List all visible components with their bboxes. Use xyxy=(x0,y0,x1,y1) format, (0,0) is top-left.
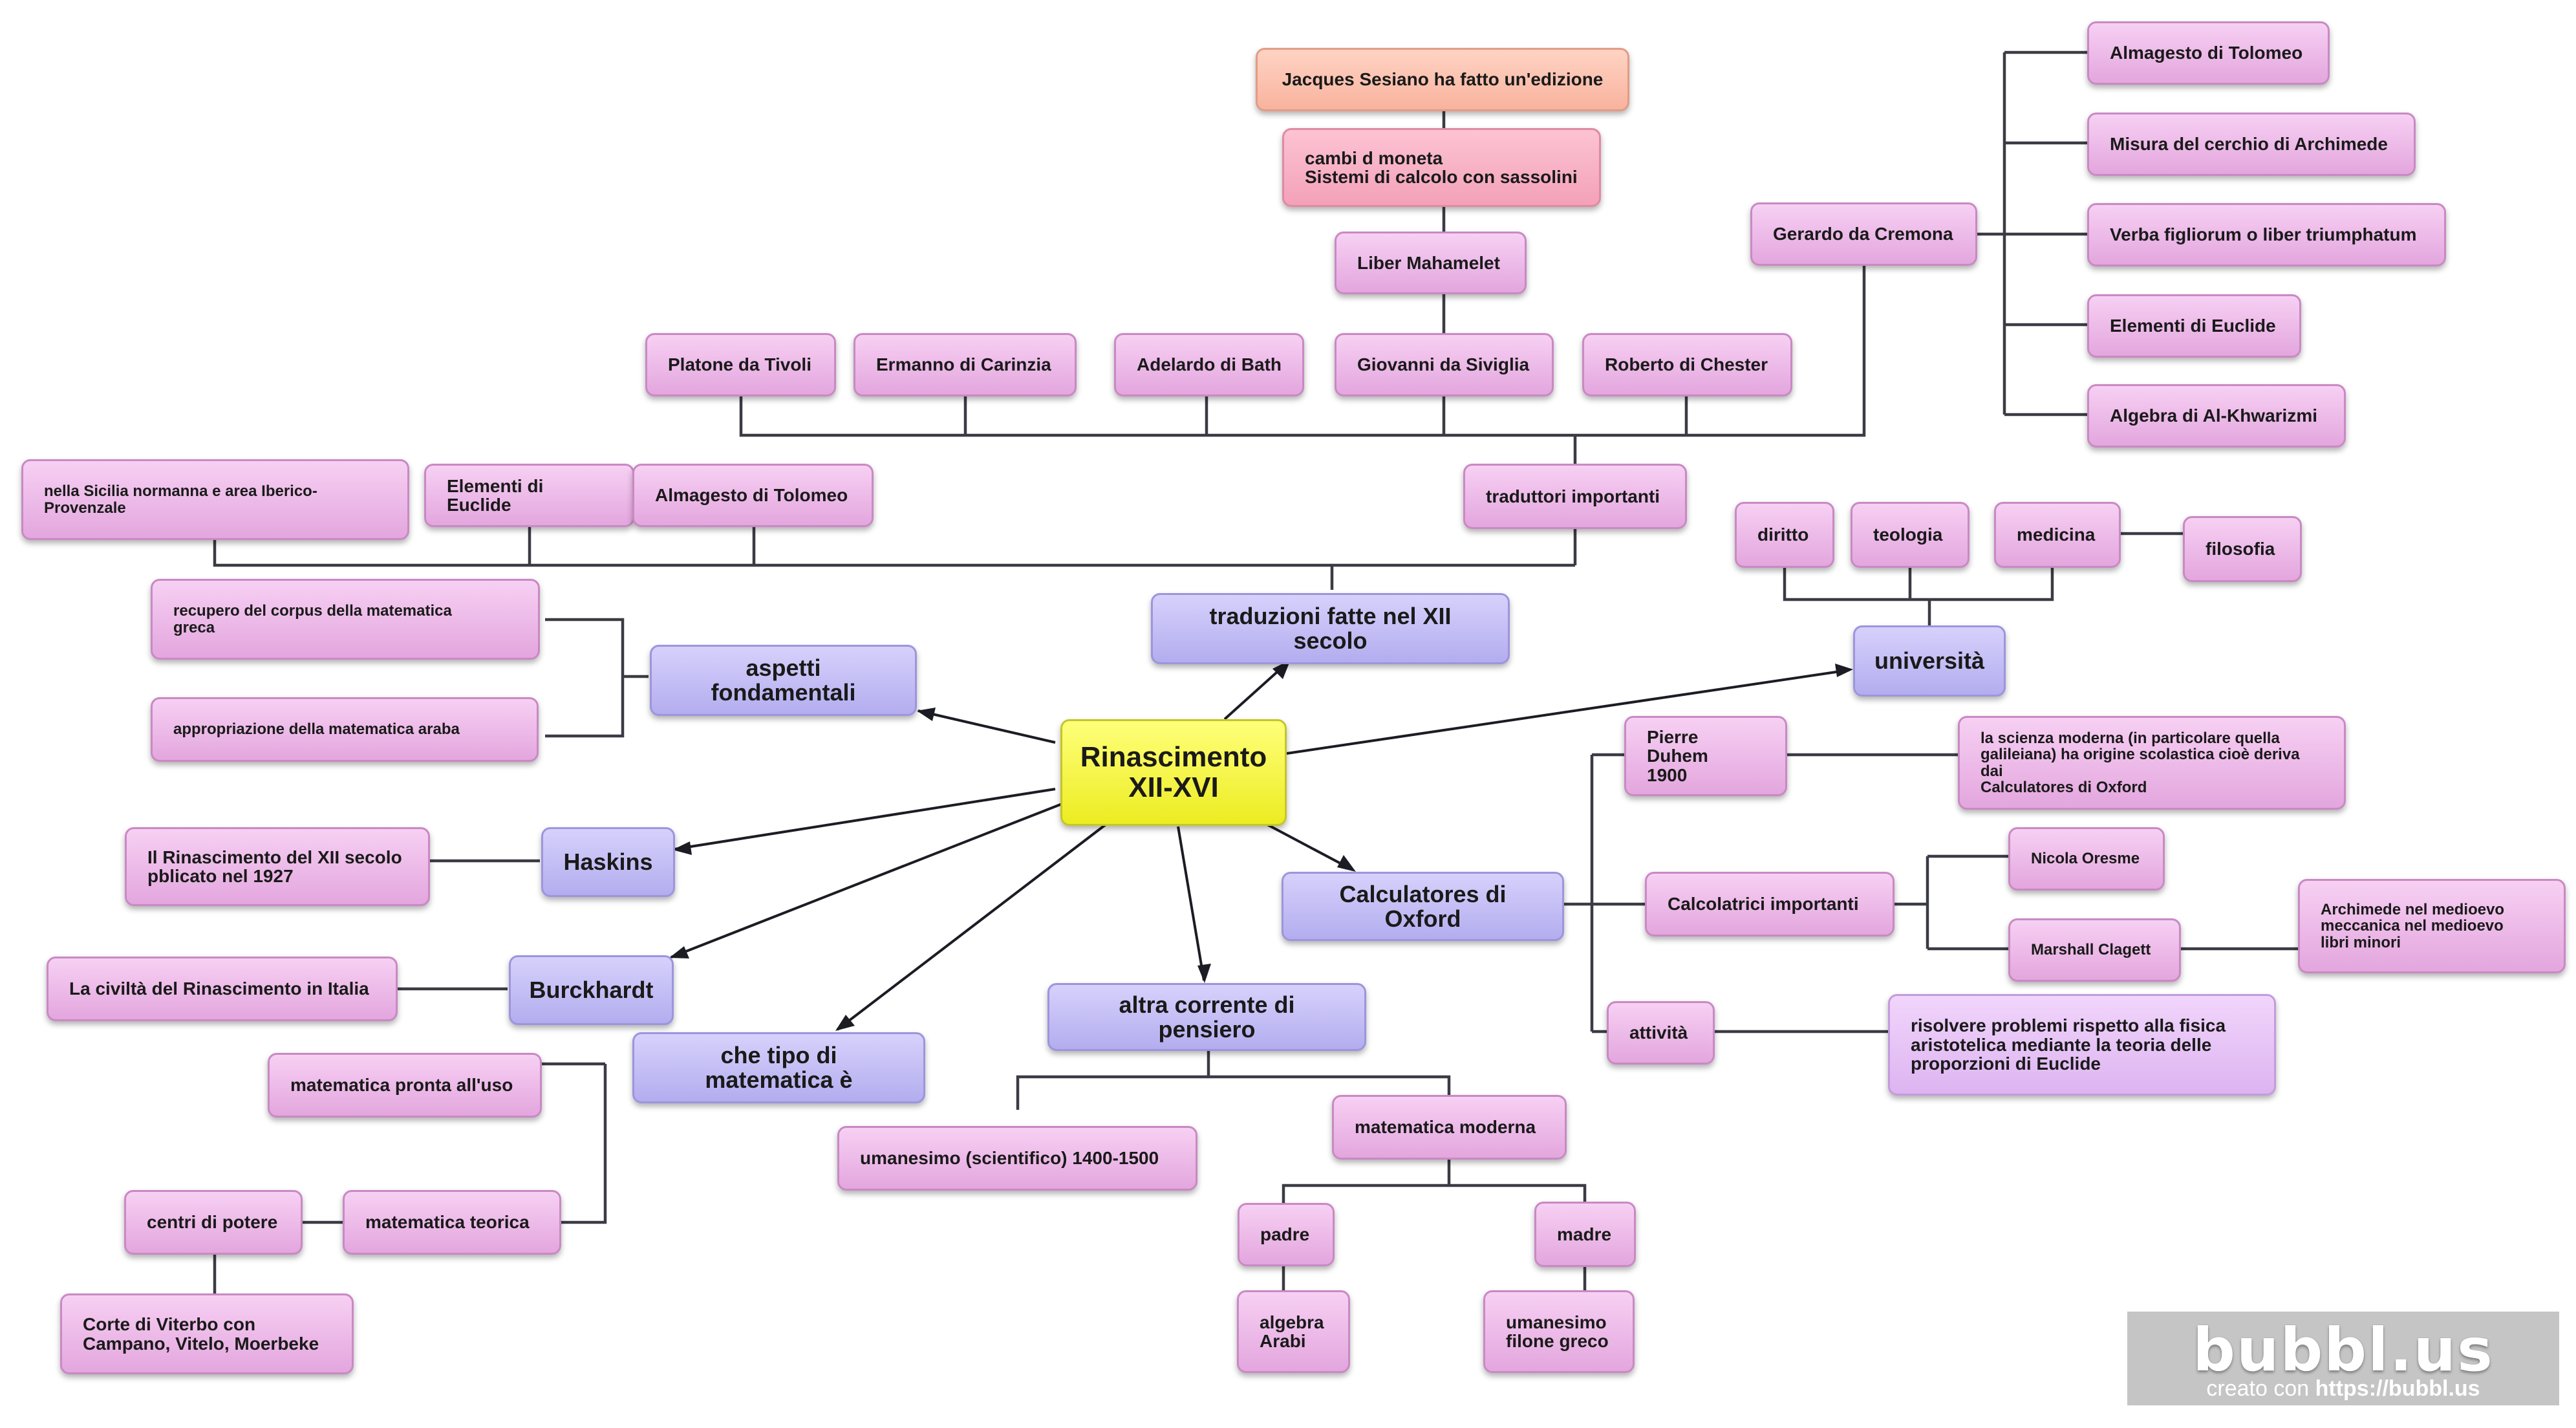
node-platone[interactable]: Platone da Tivoli xyxy=(645,333,836,396)
arrow-to-aspetti xyxy=(918,709,1056,744)
hub-calculatores[interactable]: Calculatores di Oxford xyxy=(1282,872,1564,941)
root-arrows xyxy=(671,660,1850,1031)
node-clagett[interactable]: Marshall Clagett xyxy=(2008,918,2181,982)
tree-connectors xyxy=(213,50,2298,1293)
node-appropriazione[interactable]: appropriazione della matematica araba xyxy=(151,697,539,762)
node-gerardo-verba[interactable]: Verba figliorum o liber triumphatum xyxy=(2087,203,2446,266)
node-scienza-moderna[interactable]: la scienza moderna (in particolare quell… xyxy=(1958,716,2346,810)
watermark-link[interactable]: https://bubbl.us xyxy=(2315,1376,2480,1401)
node-corte-viterbo[interactable]: Corte di Viterbo con Campano, Vitelo, Mo… xyxy=(60,1293,354,1374)
node-giovanni[interactable]: Giovanni da Siviglia xyxy=(1335,333,1554,396)
node-elementi-euclide[interactable]: Elementi di Euclide xyxy=(424,464,634,527)
hub-haskins[interactable]: Haskins xyxy=(541,827,675,897)
hub-traduzioni[interactable]: traduzioni fatte nel XII secolo xyxy=(1151,593,1510,664)
node-teologia[interactable]: teologia xyxy=(1851,502,1970,568)
bubbl-logo: bubbl.us xyxy=(2193,1315,2494,1385)
arrowhead-burckhardt xyxy=(669,946,689,958)
node-medicina[interactable]: medicina xyxy=(1994,502,2121,568)
node-ermanno[interactable]: Ermanno di Carinzia xyxy=(853,333,1077,396)
node-traduttori[interactable]: traduttori importanti xyxy=(1463,464,1687,529)
arrow-to-haskins xyxy=(674,788,1056,850)
arrow-to-calculatores xyxy=(1267,823,1353,871)
hub-aspetti-fondamentali[interactable]: aspetti fondamentali xyxy=(650,645,917,716)
node-diritto[interactable]: diritto xyxy=(1735,502,1834,568)
arrowhead-calculatores xyxy=(1337,855,1356,872)
node-almagesto[interactable]: Almagesto di Tolomeo xyxy=(632,464,874,527)
node-oresme[interactable]: Nicola Oresme xyxy=(2008,827,2165,891)
arrowhead-tipo xyxy=(835,1015,855,1031)
node-recupero[interactable]: recupero del corpus della matematica gre… xyxy=(151,579,540,660)
node-umanesimo-scientifico[interactable]: umanesimo (scientifico) 1400-1500 xyxy=(837,1126,1197,1191)
node-sesiano[interactable]: Jacques Sesiano ha fatto un'edizione xyxy=(1256,48,1629,111)
node-gerardo-almagesto[interactable]: Almagesto di Tolomeo xyxy=(2087,21,2330,85)
arrowhead-aspetti xyxy=(917,708,936,721)
arrowhead-traduzioni xyxy=(1272,660,1291,679)
node-liber-mahamelet[interactable]: Liber Mahamelet xyxy=(1335,232,1527,294)
node-duhem[interactable]: Pierre Duhem 1900 xyxy=(1624,716,1787,796)
node-adelardo[interactable]: Adelardo di Bath xyxy=(1114,333,1304,396)
node-gerardo-elementi[interactable]: Elementi di Euclide xyxy=(2087,294,2301,358)
hub-burckhardt[interactable]: Burckhardt xyxy=(509,955,674,1025)
arrow-to-burckhardt xyxy=(671,801,1068,958)
node-gerardo-misura[interactable]: Misura del cerchio di Archimede xyxy=(2087,113,2416,176)
node-filosofia[interactable]: filosofia xyxy=(2183,516,2302,582)
hub-universita[interactable]: università xyxy=(1853,625,2006,697)
node-roberto[interactable]: Roberto di Chester xyxy=(1582,333,1792,396)
node-gerardo[interactable]: Gerardo da Cremona xyxy=(1750,202,1977,266)
arrow-heads xyxy=(669,660,1853,1031)
watermark-credit: creato con https://bubbl.us xyxy=(2127,1376,2559,1401)
node-madre[interactable]: madre xyxy=(1534,1202,1636,1267)
arrowhead-haskins xyxy=(672,841,692,855)
node-attivita[interactable]: attività xyxy=(1607,1001,1715,1065)
bubbl-watermark: bubbl.us creato con https://bubbl.us xyxy=(2127,1312,2559,1405)
node-burckhardt-book[interactable]: La civiltà del Rinascimento in Italia xyxy=(47,957,398,1021)
node-padre[interactable]: padre xyxy=(1238,1203,1335,1266)
arrowhead-universita xyxy=(1835,664,1853,677)
node-risolvere-problemi[interactable]: risolvere problemi rispetto alla fisica … xyxy=(1888,994,2276,1096)
arrowhead-altra xyxy=(1197,964,1211,983)
hub-altra-corrente[interactable]: altra corrente di pensiero xyxy=(1047,983,1366,1051)
node-algebra-arabi[interactable]: algebra Arabi xyxy=(1237,1290,1350,1373)
node-sicilia[interactable]: nella Sicilia normanna e area Iberico- P… xyxy=(21,459,409,540)
node-archimede-medioevo[interactable]: Archimede nel medioevo meccanica nel med… xyxy=(2298,879,2566,973)
root-node[interactable]: Rinascimento XII-XVI xyxy=(1060,719,1287,826)
arrow-to-tipo xyxy=(836,823,1107,1031)
node-cambi-moneta[interactable]: cambi d moneta Sistemi di calcolo con sa… xyxy=(1282,128,1601,207)
node-matematica-pronta[interactable]: matematica pronta all'uso xyxy=(268,1053,542,1118)
node-calcolatrici[interactable]: Calcolatrici importanti xyxy=(1645,872,1894,936)
node-centri-potere[interactable]: centri di potere xyxy=(124,1190,303,1255)
arrow-to-altra xyxy=(1177,826,1205,981)
node-umanesimo-greco[interactable]: umanesimo filone greco xyxy=(1483,1290,1635,1373)
hub-tipo-matematica[interactable]: che tipo di matematica è xyxy=(632,1032,925,1103)
node-gerardo-algebra[interactable]: Algebra di Al-Khwarizmi xyxy=(2087,384,2346,448)
arrow-to-universita xyxy=(1286,669,1850,755)
watermark-prefix: creato con xyxy=(2206,1376,2315,1401)
node-matematica-moderna[interactable]: matematica moderna xyxy=(1332,1095,1567,1160)
node-matematica-teorica[interactable]: matematica teorica xyxy=(343,1190,561,1255)
node-haskins-book[interactable]: Il Rinascimento del XII secolo pblicato … xyxy=(125,827,430,906)
